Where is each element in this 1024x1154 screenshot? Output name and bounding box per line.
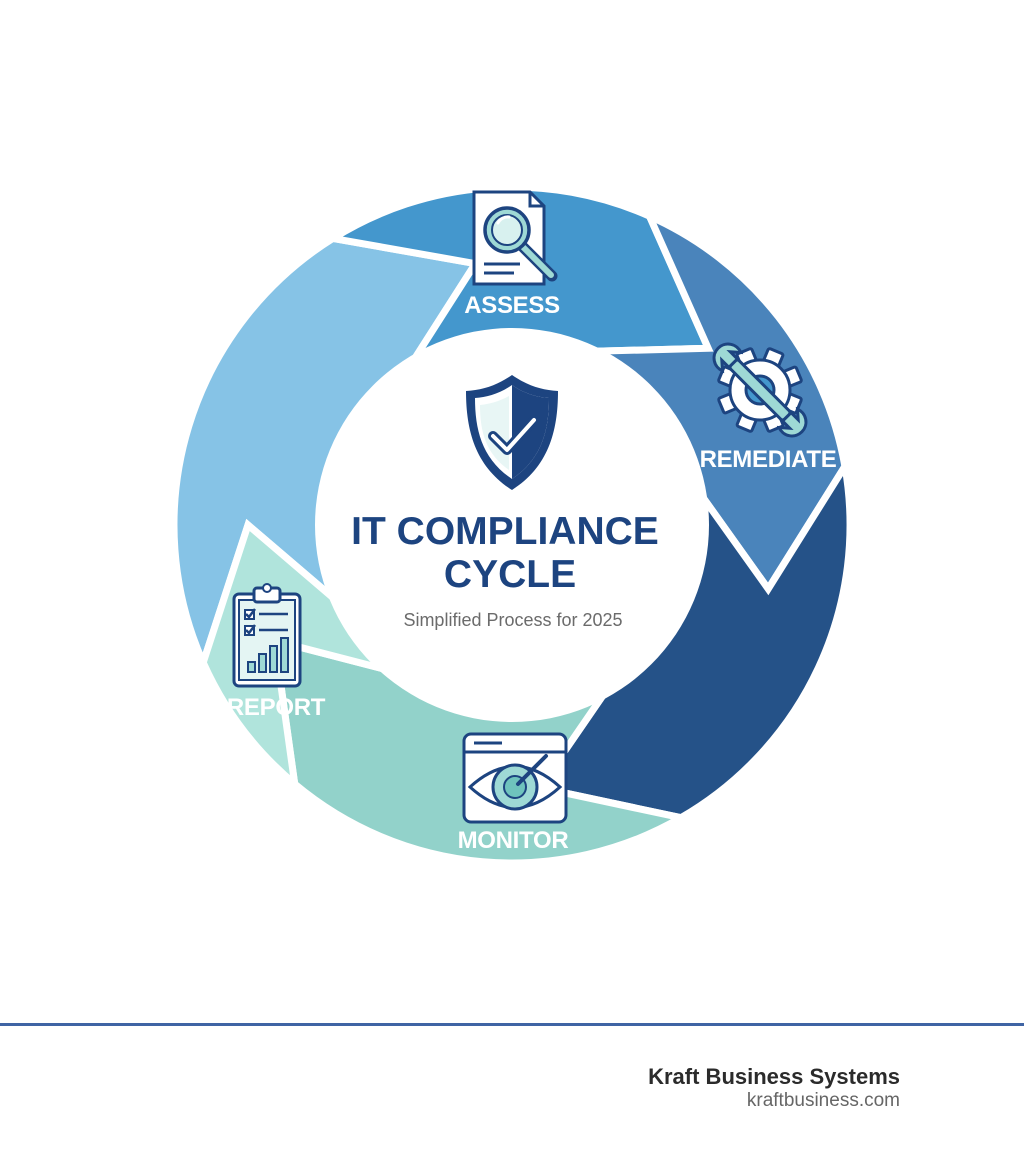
company-name: Kraft Business Systems bbox=[648, 1064, 900, 1089]
stage-label-assess: ASSESS bbox=[464, 292, 560, 319]
gear-wrench-icon bbox=[712, 342, 808, 438]
shield-check-icon bbox=[466, 375, 558, 490]
company-website: kraftbusiness.com bbox=[746, 1090, 900, 1111]
center-disc bbox=[315, 328, 709, 722]
clipboard-chart-icon bbox=[232, 583, 302, 688]
footer-divider bbox=[0, 1023, 1024, 1026]
diagram-title-line1: IT COMPLIANCE bbox=[351, 510, 659, 553]
stage-label-remediate: REMEDIATE bbox=[700, 446, 837, 473]
footer-brand: Kraft Business Systems kraftbusiness.com bbox=[648, 1064, 900, 1112]
stage-label-monitor: MONITOR bbox=[458, 827, 569, 854]
eye-monitor-icon bbox=[462, 732, 568, 824]
diagram-title-line2: CYCLE bbox=[444, 553, 576, 596]
stage-label-report: REPORT bbox=[227, 694, 326, 721]
diagram-subtitle: Simplified Process for 2025 bbox=[403, 610, 622, 630]
compliance-cycle-diagram: IT COMPLIANCE CYCLE Simplified Process f… bbox=[174, 187, 851, 863]
document-magnifier-icon bbox=[472, 190, 558, 286]
